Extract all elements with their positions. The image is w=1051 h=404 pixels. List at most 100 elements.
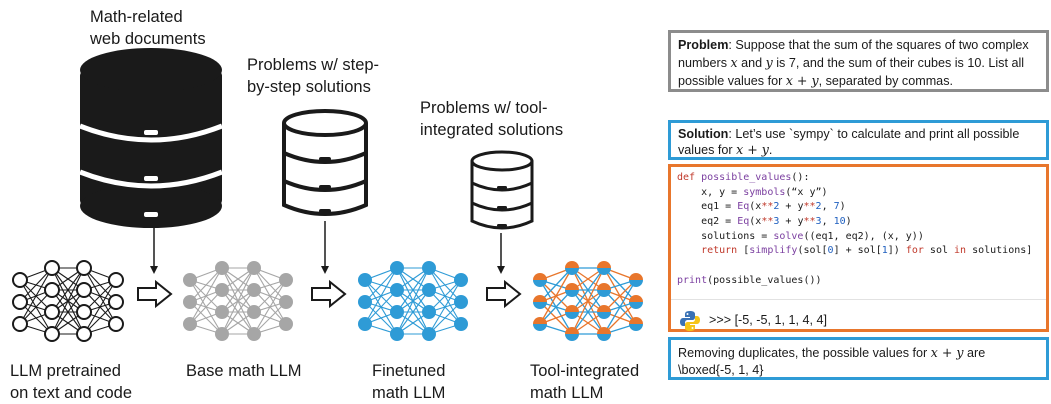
network-node (44, 326, 60, 342)
network-node (279, 273, 293, 287)
network-node (422, 305, 436, 319)
code-line: return [simplify(sol[0] + sol[1]) for so… (677, 245, 1033, 257)
web-documents-label: Math-related web documents (90, 8, 206, 48)
code-line: x, y = symbols(“x y”) (677, 186, 828, 198)
network-edge (189, 289, 223, 325)
pretrained-llm-network-icon (12, 260, 124, 342)
network-node (597, 327, 611, 341)
step-solutions-connector (321, 221, 329, 274)
answer-box: Removing duplicates, the possible values… (668, 337, 1049, 380)
answer-text-end: are \boxed{-5, 1, 4} (678, 346, 986, 377)
network-edge (539, 267, 573, 303)
code-line: eq2 = Eq(x**3 + y**3, 10) (677, 216, 852, 228)
network-edge (364, 289, 398, 325)
network-edge (189, 267, 223, 303)
network-node (247, 327, 261, 341)
network-edge (221, 289, 255, 335)
network-edge (51, 267, 85, 313)
network-edge (221, 267, 255, 335)
network-node (454, 273, 468, 287)
network-node (565, 305, 579, 319)
network-edge (539, 267, 573, 325)
network-node (597, 261, 611, 275)
network-node (247, 305, 261, 319)
network-node (422, 283, 436, 297)
finetuned-math-llm-label: Finetuned math LLM (372, 362, 446, 402)
network-node (183, 273, 197, 287)
network-node (76, 260, 92, 276)
pretrained-llm-label: LLM pretrained on text and code (10, 362, 133, 402)
code-box: def possible_values(): x, y = symbols(“x… (668, 164, 1049, 332)
hollow-arrow-icon-2 (311, 279, 347, 309)
network-node (390, 327, 404, 341)
network-edge (428, 279, 462, 313)
network-node (629, 317, 643, 331)
network-edge (364, 267, 398, 325)
network-edge (253, 279, 287, 313)
network-edge (396, 267, 430, 313)
network-node (533, 317, 547, 331)
network-node (183, 317, 197, 331)
x-plus-y: x + y (930, 345, 964, 360)
network-edge (189, 267, 223, 325)
network-edge (396, 267, 430, 335)
network-node (390, 261, 404, 275)
network-node (533, 295, 547, 309)
network-node (629, 273, 643, 287)
network-edge (51, 267, 85, 335)
network-node (247, 261, 261, 275)
network-node (12, 294, 28, 310)
answer-text: Removing duplicates, the possible values… (678, 346, 931, 360)
x-plus-y: x + y (785, 73, 819, 88)
network-edge (83, 279, 117, 335)
network-edge (428, 279, 462, 335)
network-edge (364, 267, 398, 303)
tool-solutions-connector (497, 233, 505, 274)
network-node (390, 283, 404, 297)
output-text: >>> [-5, -5, 1, 1, 4, 4] (709, 313, 827, 327)
problem-heading: Problem (678, 38, 729, 52)
tool-integrated-math-llm-network-icon (533, 261, 643, 341)
web-documents-connector (150, 228, 158, 274)
network-node (454, 295, 468, 309)
network-edge (253, 301, 287, 335)
solution-box: Solution: Let’s use `sympy` to calculate… (668, 120, 1049, 160)
network-edge (19, 267, 53, 325)
network-node (454, 317, 468, 331)
network-edge (603, 301, 637, 335)
network-edge (51, 289, 85, 335)
network-edge (221, 267, 255, 313)
network-node (247, 283, 261, 297)
network-node (565, 261, 579, 275)
hollow-arrow-icon-1 (137, 279, 173, 309)
network-node (390, 305, 404, 319)
network-node (215, 283, 229, 297)
network-edge (571, 289, 605, 335)
step-solutions-label: Problems w/ step- by-step solutions (247, 56, 380, 96)
network-node (422, 327, 436, 341)
x-plus-y: x + y (736, 142, 769, 157)
network-node (215, 327, 229, 341)
web-documents-database-icon (79, 48, 223, 228)
python-logo-icon (680, 311, 700, 331)
network-node (422, 261, 436, 275)
network-node (279, 295, 293, 309)
base-math-llm-label: Base math LLM (186, 362, 302, 380)
code-line: solutions = solve((eq1, eq2), (x, y)) (677, 230, 924, 242)
problem-text: : Suppose that the sum of the squares of… (678, 38, 1029, 70)
tool-solutions-label: Problems w/ tool- integrated solutions (420, 99, 564, 139)
network-node (12, 272, 28, 288)
network-node (358, 273, 372, 287)
network-node (108, 316, 124, 332)
network-node (597, 283, 611, 297)
network-node (215, 261, 229, 275)
network-node (44, 260, 60, 276)
code-line-blank (677, 259, 1040, 274)
network-node (215, 305, 229, 319)
network-node (12, 316, 28, 332)
code-line: eq1 = Eq(x**2 + y**2, 7) (677, 201, 846, 213)
network-edge (571, 267, 605, 335)
var-y: y (765, 55, 773, 70)
network-node (108, 272, 124, 288)
hollow-arrow-icon-3 (486, 279, 522, 309)
